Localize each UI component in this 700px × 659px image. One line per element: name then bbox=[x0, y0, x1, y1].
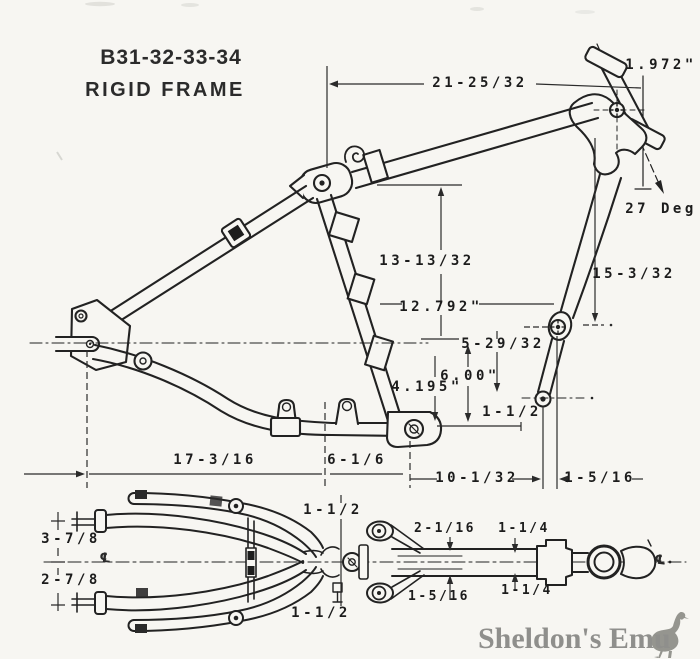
rail-sleeve bbox=[269, 416, 302, 438]
head-bolt-marker bbox=[593, 89, 646, 151]
centerline-symbol-left: ℄ bbox=[98, 550, 112, 567]
dim-label-tube-dia-lower: 1-1/4 bbox=[501, 583, 553, 598]
dim-label-seat-tube: 12.792" bbox=[399, 299, 483, 315]
page-subtitle: RIGID FRAME bbox=[85, 79, 245, 101]
dim-label-cradle-height: 6.00" bbox=[440, 368, 500, 384]
dim-label-strut-width: 1-1/2 bbox=[482, 404, 542, 420]
down-tube bbox=[558, 172, 623, 320]
dim-label-axle-upper: 3-7/8 bbox=[41, 531, 101, 547]
plan-view-dimension-lines bbox=[51, 495, 519, 611]
dim-label-offset-lower: 1-1/2 bbox=[291, 605, 351, 621]
headstock-forging bbox=[568, 93, 648, 176]
watermark-text: Sheldon's Emu bbox=[478, 622, 671, 655]
plan-view-frame bbox=[43, 490, 687, 633]
rail-tab-2 bbox=[334, 397, 360, 426]
side-view-frame bbox=[29, 43, 666, 449]
seat-lug-nose bbox=[288, 173, 306, 200]
head-knob bbox=[620, 545, 657, 580]
dim-label-axle-lower: 2-7/8 bbox=[41, 572, 101, 588]
side-view-dimension-lines bbox=[24, 66, 643, 489]
stay-lug-bands bbox=[135, 490, 223, 633]
emu-icon bbox=[651, 612, 689, 658]
dim-label-top-span: 21-25/32 bbox=[432, 75, 528, 91]
dim-label-mid-span: 6-1/6 bbox=[327, 452, 387, 468]
rail-eye-tab bbox=[133, 351, 153, 371]
dim-label-bracket-width: 2-1/16 bbox=[414, 521, 476, 536]
head-ring-inner bbox=[593, 551, 615, 573]
spine-tube bbox=[391, 548, 538, 577]
dim-label-rake-angle: 27 Deg bbox=[625, 201, 697, 217]
dim-label-lug-offset: 4.195" bbox=[391, 379, 463, 395]
dim-label-front-span: 10-1/32 bbox=[435, 470, 519, 486]
top-tube-collar bbox=[362, 148, 390, 184]
scan-noise bbox=[56, 1, 595, 161]
top-tube bbox=[350, 101, 600, 190]
dim-label-rear-span: 17-3/16 bbox=[173, 452, 257, 468]
seat-tube bbox=[315, 193, 403, 423]
head-cap-top bbox=[584, 45, 628, 79]
dim-label-mount-drop: 5-29/32 bbox=[461, 336, 545, 352]
dim-label-bracket-lower: 1-5/16 bbox=[408, 589, 470, 604]
dim-label-tube-dia-upper: 1-1/4 bbox=[498, 521, 550, 536]
dim-label-offset-upper: 1-1/2 bbox=[303, 502, 363, 518]
dim-label-down-tube: 15-3/32 bbox=[592, 266, 676, 282]
rear-stay bbox=[96, 184, 315, 333]
saddle-clamp-curl bbox=[344, 145, 365, 163]
dim-label-mount-gap: 1-5/16 bbox=[564, 470, 636, 486]
page-title: B31-32-33-34 bbox=[100, 46, 242, 69]
centerline-symbol-right: ℄ bbox=[653, 552, 667, 569]
dim-label-head-offset: 1.972" bbox=[625, 57, 697, 73]
dim-label-seat-height: 13-13/32 bbox=[379, 253, 475, 269]
head-collar bbox=[536, 539, 573, 586]
